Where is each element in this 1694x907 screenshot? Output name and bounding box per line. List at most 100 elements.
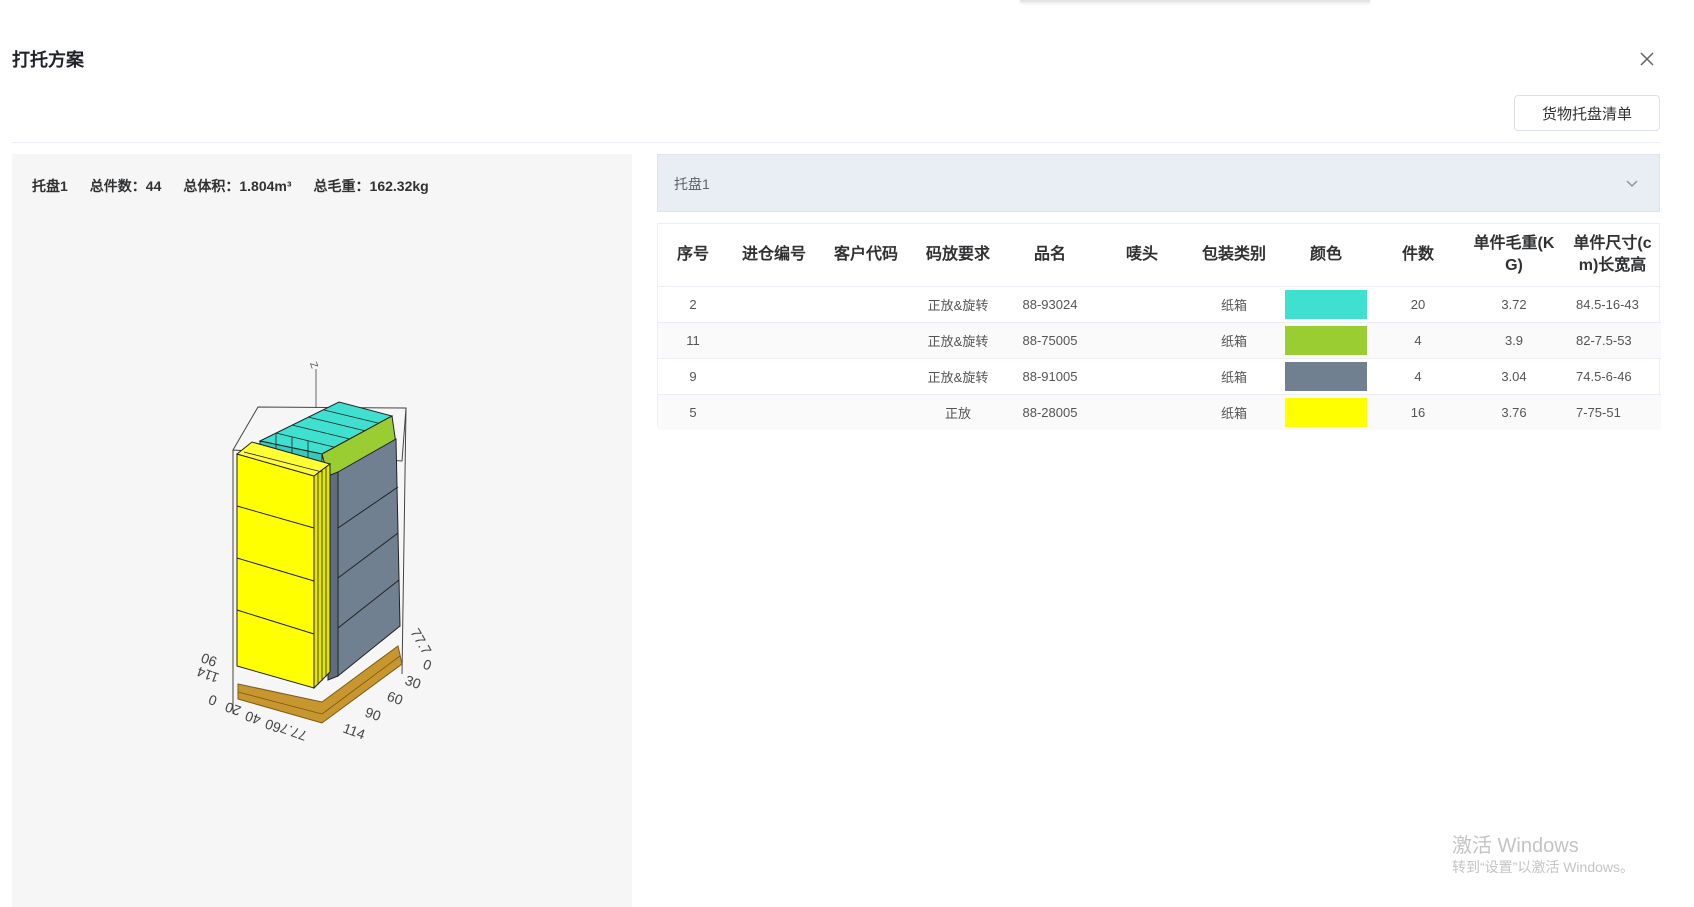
customer-code-cell — [820, 286, 912, 323]
col-header: 件数 — [1401, 246, 1434, 263]
right-tick-5: 114 — [341, 720, 368, 743]
left-tick-4: 40 — [243, 708, 263, 728]
seq-cell: 5 — [658, 394, 728, 430]
left-tick-6: 77.7 — [278, 720, 309, 744]
qty-cell: 4 — [1372, 322, 1464, 359]
col-header: 包装类别 — [1201, 246, 1266, 263]
table-row[interactable]: 2 正放&旋转 88-93024 纸箱 20 3.72 84.5-16-43 — [658, 286, 1661, 323]
pallet-3d-view[interactable]: Z — [12, 154, 632, 907]
total-weight: 总毛重：162.32kg — [313, 178, 429, 194]
left-tick-5: 60 — [263, 716, 283, 736]
color-swatch — [1285, 326, 1367, 355]
entry-no-cell — [728, 322, 820, 359]
mark-cell — [1096, 286, 1188, 323]
weight-cell: 3.76 — [1464, 394, 1564, 430]
dialog-title: 打托方案 — [12, 50, 84, 70]
header-divider — [12, 142, 1660, 143]
mark-cell — [1096, 358, 1188, 395]
mark-cell — [1096, 394, 1188, 430]
pallet-collapse-header[interactable]: 托盘1 — [657, 154, 1660, 212]
product-cell: 88-28005 — [1004, 394, 1096, 430]
left-tick-2: 0 — [206, 691, 219, 709]
size-cell: 84.5-16-43 — [1564, 286, 1661, 323]
color-cell — [1280, 286, 1372, 323]
entry-no-cell — [728, 358, 820, 395]
left-tick-1: 114 — [194, 663, 221, 686]
windows-activation-watermark-hint: 转到“设置”以激活 Windows。 — [1452, 859, 1635, 875]
package-cell: 纸箱 — [1188, 358, 1280, 395]
col-header: 单件毛重(KG) — [1473, 235, 1555, 274]
col-header: 客户代码 — [833, 246, 898, 263]
seq-cell: 11 — [658, 322, 728, 359]
package-cell: 纸箱 — [1188, 286, 1280, 323]
entry-no-cell — [728, 394, 820, 430]
right-tick-0: 77.7 — [407, 626, 435, 658]
right-tick-3: 60 — [385, 688, 405, 708]
close-button[interactable] — [1636, 48, 1658, 70]
gray-box-column — [337, 438, 401, 678]
product-cell: 88-91005 — [1004, 358, 1096, 395]
cargo-pallet-list-button[interactable]: 货物托盘清单 — [1514, 95, 1660, 131]
product-cell: 88-93024 — [1004, 286, 1096, 323]
yellow-box-column — [236, 453, 315, 689]
col-header: 单件尺寸(cm)长宽高 — [1573, 235, 1652, 274]
cargo-table: 序号 进仓编号 客户代码 码放要求 品名 唛头 包装类别 颜色 件数 单件毛重(… — [657, 223, 1661, 430]
close-icon — [1640, 52, 1654, 66]
weight-cell: 3.72 — [1464, 286, 1564, 323]
stacking-cell: 正放&旋转 — [912, 286, 1004, 323]
weight-cell: 3.9 — [1464, 322, 1564, 359]
col-header: 码放要求 — [925, 246, 990, 263]
table-row[interactable]: 5 正放 88-28005 纸箱 16 3.76 7-75-51 — [658, 394, 1661, 430]
col-header: 进仓编号 — [741, 246, 806, 263]
right-tick-4: 90 — [363, 704, 383, 724]
right-tick-2: 30 — [403, 672, 423, 692]
col-header: 颜色 — [1309, 246, 1342, 263]
total-count: 总件数：44 — [89, 178, 162, 194]
seq-cell: 9 — [658, 358, 728, 395]
color-swatch — [1285, 398, 1367, 427]
entry-no-cell — [728, 286, 820, 323]
customer-code-cell — [820, 394, 912, 430]
z-axis-label: Z — [307, 361, 319, 371]
stacking-cell: 正放 — [912, 394, 1004, 430]
top-popover-edge — [1020, 0, 1370, 2]
col-header: 序号 — [676, 246, 709, 263]
size-cell: 74.5-6-46 — [1564, 358, 1661, 395]
size-cell: 82-7.5-53 — [1564, 322, 1661, 359]
windows-activation-watermark-title: 激活 Windows — [1452, 835, 1579, 857]
col-header: 唛头 — [1125, 246, 1158, 263]
table-header-row: 序号 进仓编号 客户代码 码放要求 品名 唛头 包装类别 颜色 件数 单件毛重(… — [658, 224, 1661, 287]
pallet-base — [237, 645, 403, 724]
table-row[interactable]: 9 正放&旋转 88-91005 纸箱 4 3.04 74.5-6-46 — [658, 358, 1661, 395]
left-tick-0: 90 — [199, 650, 219, 670]
left-tick-3: 20 — [223, 699, 243, 719]
stacking-cell: 正放&旋转 — [912, 358, 1004, 395]
color-swatch — [1285, 362, 1367, 391]
pallet-name: 托盘1 — [32, 178, 68, 194]
chevron-down-icon — [1625, 177, 1639, 196]
table-row[interactable]: 11 正放&旋转 88-75005 纸箱 4 3.9 82-7.5-53 — [658, 322, 1661, 359]
mark-cell — [1096, 322, 1188, 359]
weight-cell: 3.04 — [1464, 358, 1564, 395]
size-cell: 7-75-51 — [1564, 394, 1661, 430]
package-cell: 纸箱 — [1188, 322, 1280, 359]
customer-code-cell — [820, 358, 912, 395]
stacking-cell: 正放&旋转 — [912, 322, 1004, 359]
total-volume: 总体积：1.804m³ — [183, 178, 292, 194]
col-header: 品名 — [1033, 246, 1066, 263]
color-cell — [1280, 358, 1372, 395]
pallet-visualization-panel: 托盘1 总件数：44 总体积：1.804m³ 总毛重：162.32kg Z — [12, 154, 632, 907]
package-cell: 纸箱 — [1188, 394, 1280, 430]
color-cell — [1280, 322, 1372, 359]
qty-cell: 4 — [1372, 358, 1464, 395]
qty-cell: 16 — [1372, 394, 1464, 430]
qty-cell: 20 — [1372, 286, 1464, 323]
pallet-stats: 托盘1 总件数：44 总体积：1.804m³ 总毛重：162.32kg — [32, 176, 429, 196]
color-swatch — [1285, 290, 1367, 319]
customer-code-cell — [820, 322, 912, 359]
color-cell — [1280, 394, 1372, 430]
collapse-label: 托盘1 — [674, 176, 710, 192]
right-tick-1: 0 — [421, 656, 434, 674]
seq-cell: 2 — [658, 286, 728, 323]
product-cell: 88-75005 — [1004, 322, 1096, 359]
